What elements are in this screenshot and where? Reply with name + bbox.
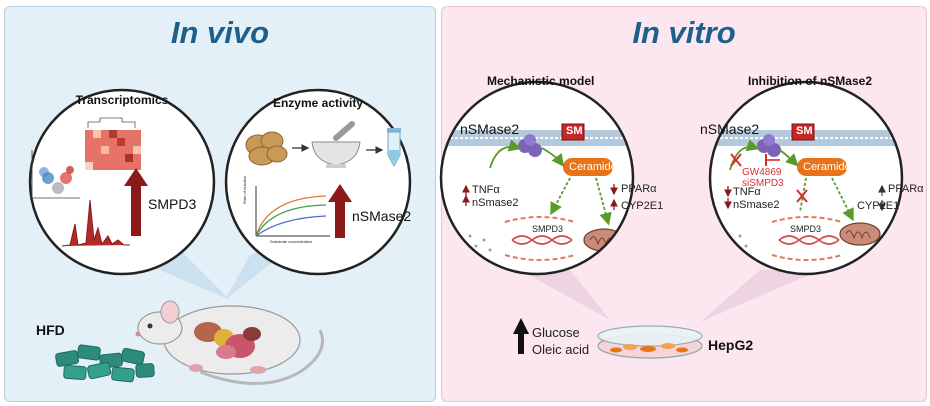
heatmap <box>85 117 141 170</box>
smpd3-gene-label-left: SMPD3 <box>532 224 564 234</box>
sm-label-right: SM <box>796 125 813 137</box>
mortar-pestle-icon <box>311 121 361 168</box>
oleic-acid-label: Oleic acid <box>532 342 590 357</box>
mitochondrion-right <box>839 222 881 246</box>
nsmase2-enzyme-icon-left <box>518 134 542 157</box>
cyp2e1-label-right: CYP2E1 <box>857 200 900 212</box>
hfd-pellets <box>55 344 155 383</box>
chromatogram <box>61 199 130 247</box>
ceramide-label-right: Ceramide <box>803 161 851 173</box>
cyp2e1-label-left: CYP2E1 <box>621 200 664 212</box>
treatment-up-arrow <box>513 318 529 354</box>
ceramide-pill-right <box>797 158 847 176</box>
sm-box-right <box>791 123 815 141</box>
tnfa-label-left: TNFα <box>472 184 500 196</box>
sm-label-left: SM <box>566 125 583 137</box>
nsmase2-label-vivo: nSMase2 <box>352 208 412 224</box>
nucleus-dna-right <box>771 216 843 261</box>
sm-box-left <box>561 123 585 141</box>
smpd3-label: SMPD3 <box>148 196 197 212</box>
ceramide-label-left: Ceramide <box>569 161 617 173</box>
liver-tissue-icon <box>245 131 288 166</box>
nsmase2-label-right: nSMase2 <box>700 121 760 137</box>
in-vitro-title: In vitro <box>632 15 736 50</box>
ppara-label-left: PPARα <box>621 183 657 195</box>
inhibition-x-marks <box>730 153 808 203</box>
ppara-label-right: PPARα <box>888 183 924 195</box>
in-vivo-title: In vivo <box>170 15 270 50</box>
nsmase2-up-arrow <box>328 184 352 238</box>
nsmase2-small-label-right: nSmase2 <box>733 199 780 211</box>
smpd3-gene-label-right: SMPD3 <box>790 224 822 234</box>
glucose-label: Glucose <box>532 325 580 340</box>
kinetics-plot <box>255 186 330 237</box>
inhibitor-sismpd3: siSMPD3 <box>742 178 784 189</box>
beam-vitro-left <box>520 270 610 320</box>
mechanistic-model-heading: Mechanistic model <box>487 74 595 88</box>
petri-dish <box>597 325 703 359</box>
sample-tube-icon <box>387 128 401 168</box>
nsmase2-label-left: nSMase2 <box>460 121 520 137</box>
beam-vitro-right <box>700 270 820 322</box>
transcriptomics-heading: Transcriptomics <box>75 93 169 107</box>
nsmase2-small-label-left: nSmase2 <box>472 197 519 209</box>
inhibition-heading: Inhibition of nSMase2 <box>748 74 873 88</box>
volcano-plot <box>31 150 80 199</box>
hfd-label: HFD <box>36 322 65 338</box>
enzyme-activity-circle <box>224 88 412 276</box>
nucleus-dna-left <box>504 216 576 261</box>
mouse-illustration <box>135 300 324 385</box>
hepg2-label: HepG2 <box>708 337 754 353</box>
tnfa-label-right: TNFα <box>733 186 761 198</box>
inhibitor-gw4869: GW4869 <box>742 167 782 178</box>
smpd3-up-arrow <box>124 168 148 236</box>
kinetics-y-axis-label: Rate of reaction <box>242 175 247 204</box>
kinetics-x-axis-label: Substrate concentration <box>270 239 313 244</box>
enzyme-activity-heading: Enzyme activity <box>272 96 364 110</box>
ceramide-pill-left <box>563 158 613 176</box>
nsmase2-enzyme-icon-right <box>757 134 781 157</box>
